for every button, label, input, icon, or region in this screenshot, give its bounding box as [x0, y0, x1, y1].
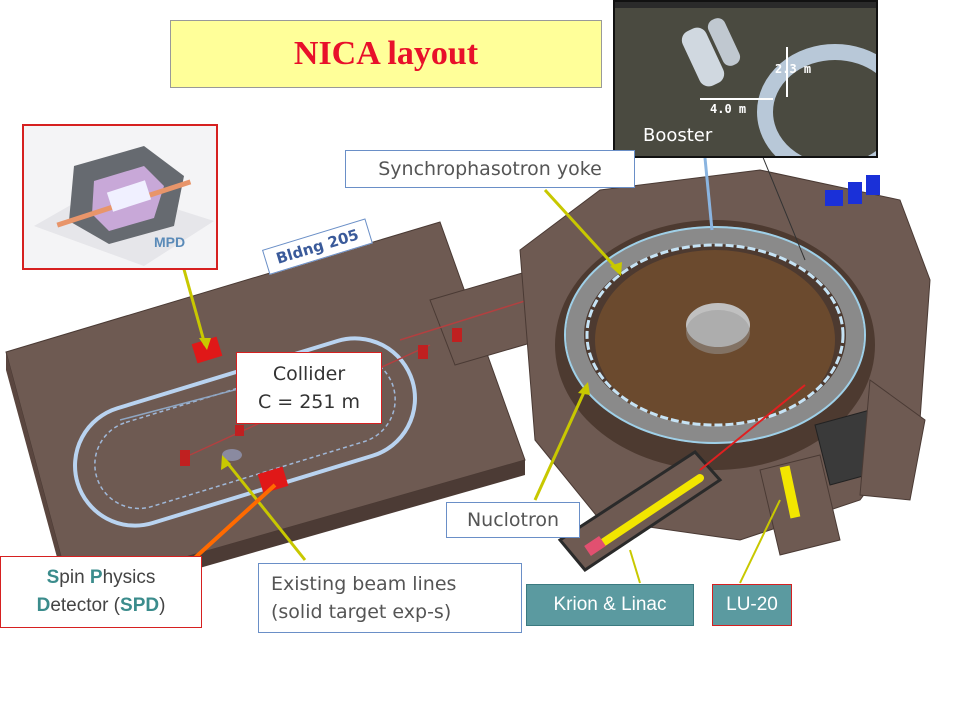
- annex-outer: [859, 379, 926, 501]
- central-pillar-base: [686, 310, 750, 354]
- spd-text-close: ): [159, 595, 166, 616]
- existing-label-line1: Existing beam lines: [271, 573, 457, 595]
- mpd-detector-render: [34, 146, 214, 266]
- pointer-nuclotron-head: [578, 382, 590, 395]
- linac-line: [591, 474, 704, 552]
- spd-letter-p: P: [89, 567, 103, 588]
- pointer-booster-2: [759, 149, 806, 261]
- spd-detector: [257, 466, 289, 494]
- lu20-label: LU-20: [712, 584, 792, 626]
- pointer-mpd-head: [199, 338, 211, 350]
- spd-label-line2: Detector (SPD): [37, 595, 166, 617]
- nuclotron-ring: [585, 243, 845, 427]
- page-title: NICA layout: [293, 35, 479, 72]
- target-disk: [222, 449, 242, 461]
- mpd-label: MPD: [154, 234, 186, 250]
- synchrophasotron-label: Synchrophasotron yoke: [345, 150, 635, 188]
- mpd-inset: MPD: [22, 124, 218, 270]
- spd-letter-d: D: [36, 595, 51, 616]
- pointer-lu20: [739, 499, 781, 584]
- synchrophasotron-label-text: Synchrophasotron yoke: [378, 158, 602, 180]
- magnet-3: [235, 425, 244, 436]
- booster-render: [615, 2, 876, 156]
- equipment-block-3: [866, 175, 880, 195]
- collider-label: Collider C = 251 m: [236, 352, 382, 424]
- booster-render-arc: [757, 44, 876, 156]
- existing-label-line2: (solid target exp-s): [271, 601, 452, 623]
- equipment-block-2: [848, 182, 862, 204]
- spd-text-etector: etector (: [50, 595, 121, 616]
- booster-render-magnet-2: [707, 18, 741, 66]
- pointer-synchro-head: [610, 262, 622, 276]
- booster-ring: [564, 226, 866, 444]
- lu20-linac: [779, 465, 801, 519]
- spd-letter-s: S: [46, 567, 60, 588]
- collider-label-line2: C = 251 m: [257, 391, 361, 413]
- pointer-synchro: [543, 188, 620, 272]
- synchrophasotron-yoke: [566, 226, 864, 444]
- nuclotron-label: Nuclotron: [446, 502, 580, 538]
- title-box: NICA layout: [170, 20, 602, 88]
- krion-linac-label-text: Krion & Linac: [553, 594, 667, 615]
- magnet-4: [452, 328, 462, 342]
- equipment-block-1: [825, 190, 843, 206]
- spd-label: Spin Physics Detector (SPD): [0, 556, 202, 628]
- magnet-1: [418, 345, 428, 359]
- lu20-hall: [759, 454, 841, 556]
- collider-hall-wall: [6, 352, 70, 605]
- booster-inset: 2.3 m 4.0 m Booster: [613, 0, 878, 158]
- pointer-mpd: [178, 254, 207, 346]
- pointer-nuclotron: [533, 389, 587, 501]
- krion-source: [584, 535, 606, 557]
- linac-injection-line: [699, 384, 806, 471]
- booster-label: Booster: [643, 125, 713, 146]
- collider-ring-inner: [94, 354, 396, 510]
- mpd-render-detail: [106, 180, 152, 212]
- collider-label-line1: Collider: [272, 363, 346, 385]
- existing-beam-lines-label: Existing beam lines (solid target exp-s): [258, 563, 522, 633]
- spd-text-hysics: hysics: [102, 567, 156, 588]
- spd-label-line1: Spin Physics: [47, 567, 156, 589]
- krion-linac-label: Krion & Linac: [526, 584, 694, 626]
- pointer-booster: [703, 157, 714, 231]
- booster-dim-height: 2.3 m: [775, 62, 812, 76]
- nuclotron-label-text: Nuclotron: [466, 509, 560, 531]
- booster-dim-width: 4.0 m: [710, 102, 747, 116]
- pointer-existing-head: [221, 455, 231, 470]
- spd-text-pin: pin: [59, 567, 90, 588]
- booster-render-magnet: [681, 27, 725, 87]
- booster-render-wall: [615, 2, 876, 8]
- pointer-krion: [629, 549, 641, 584]
- magnet-5: [180, 450, 190, 466]
- pointer-existing: [223, 459, 307, 561]
- booster-render-bg: [615, 2, 876, 156]
- spd-abbrev: SPD: [120, 595, 160, 616]
- lu20-label-text: LU-20: [726, 594, 778, 615]
